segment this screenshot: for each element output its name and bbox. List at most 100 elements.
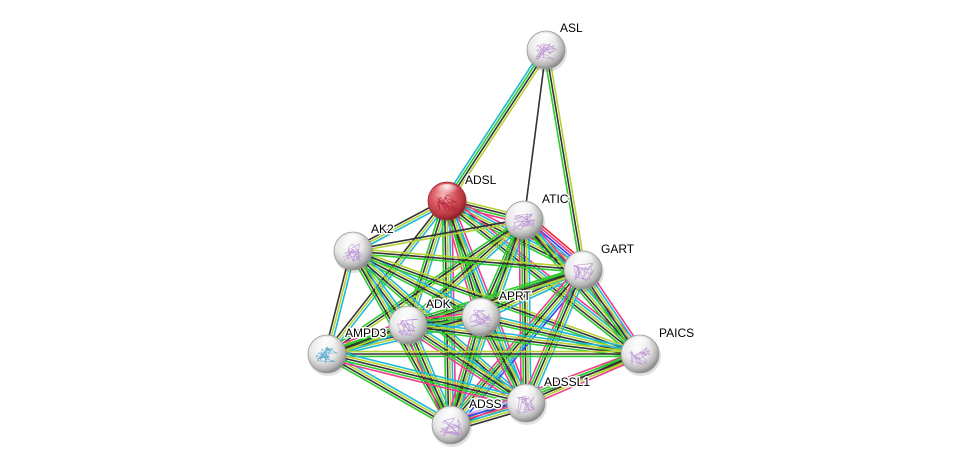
edge-evidence-neighborhood bbox=[324, 356, 450, 429]
protein-structure-icon bbox=[535, 43, 558, 60]
edge-evidence-database bbox=[328, 201, 450, 356]
edge-evidence-textmining bbox=[408, 322, 528, 402]
edge-evidence-experimental bbox=[527, 356, 642, 408]
edge-atic-ak2[interactable] bbox=[352, 218, 525, 253]
edge-evidence-textmining bbox=[327, 350, 527, 402]
node-label-halo: GART bbox=[601, 242, 635, 256]
edge-evidence-database bbox=[443, 47, 544, 200]
edge-evidence-coexpression bbox=[523, 219, 527, 404]
node-label: ATIC bbox=[542, 192, 569, 206]
edge-evidence-textmining bbox=[451, 270, 585, 427]
node-label-halo: ADSSL1 bbox=[544, 375, 590, 389]
edge-adk-adssl1[interactable] bbox=[404, 320, 530, 408]
edge-evidence-database bbox=[481, 312, 641, 352]
edge-evidence-coexpression bbox=[447, 50, 548, 203]
node-label-halo: AK2 bbox=[371, 222, 394, 236]
edge-evidence-experimental bbox=[445, 265, 580, 422]
edge-evidence-neighborhood bbox=[352, 252, 583, 274]
node-highlight bbox=[512, 202, 536, 217]
edge-evidence-coexpression bbox=[326, 354, 451, 427]
edge-evidence-experimental bbox=[325, 357, 526, 409]
edge-evidence-textmining bbox=[353, 247, 584, 269]
edge-evidence-database bbox=[408, 320, 641, 352]
edge-evidence-textmining bbox=[449, 51, 550, 204]
edge-evidence-coexpression bbox=[407, 325, 640, 356]
edge-evidence-neighborhood bbox=[447, 267, 581, 424]
edge-evidence-textmining bbox=[353, 220, 525, 253]
edge-evidence-database bbox=[409, 222, 527, 329]
node-label: ADSSL1 bbox=[544, 375, 590, 389]
node-label-halo: ASL bbox=[560, 21, 583, 35]
protein-structure-icon bbox=[515, 396, 536, 415]
node-highlight bbox=[571, 252, 595, 267]
edge-evidence-neighborhood bbox=[406, 326, 526, 406]
edge-evidence-neighborhood bbox=[325, 217, 524, 353]
edge-evidence-coexpression bbox=[525, 352, 640, 403]
edge-evidence-coexpression bbox=[406, 200, 447, 325]
edge-ampd3-paics[interactable] bbox=[327, 350, 640, 358]
node-highlight bbox=[396, 307, 420, 322]
edge-evidence-neighborhood bbox=[407, 327, 640, 359]
edge-evidence-coexpression bbox=[523, 49, 547, 221]
edge-evidence-neighborhood bbox=[519, 222, 637, 358]
edge-paics-adssl1[interactable] bbox=[524, 349, 642, 408]
edge-evidence-textmining bbox=[408, 323, 641, 354]
edge-evidence-neighborhood bbox=[406, 265, 583, 323]
edge-ak2-gart[interactable] bbox=[352, 247, 584, 274]
edge-evidence-coexpression bbox=[545, 49, 584, 271]
node-label-halo: ADSS bbox=[469, 397, 502, 411]
edge-asl-gart[interactable] bbox=[542, 49, 587, 271]
edge-asl-adsl[interactable] bbox=[443, 47, 550, 204]
edge-evidence-neighborhood bbox=[524, 349, 639, 401]
node-highlight bbox=[439, 407, 463, 422]
node-label-halo: PAICS bbox=[659, 326, 694, 340]
node-highlight bbox=[628, 336, 652, 351]
protein-structure-icon bbox=[316, 346, 338, 364]
node-label: ADK bbox=[426, 297, 451, 311]
edge-evidence-coexpression bbox=[324, 199, 446, 354]
edges-layer bbox=[323, 47, 645, 432]
edge-evidence-coexpression bbox=[449, 268, 583, 425]
node-highlight bbox=[341, 233, 365, 248]
node-label: PAICS bbox=[659, 326, 694, 340]
edge-evidence-database bbox=[410, 320, 530, 400]
edge-evidence-coexpression bbox=[326, 353, 527, 404]
edge-evidence-coexpression bbox=[352, 250, 584, 271]
node-label: ADSS bbox=[469, 397, 502, 411]
node-label: AMPD3 bbox=[345, 326, 387, 340]
node-label: APRT bbox=[499, 289, 531, 303]
node-highlight bbox=[315, 336, 339, 351]
node-highlight bbox=[514, 385, 538, 400]
edge-adsl-ampd3[interactable] bbox=[324, 199, 450, 356]
edge-evidence-neighborhood bbox=[326, 355, 526, 407]
edge-adk-paics[interactable] bbox=[407, 320, 641, 359]
edge-evidence-textmining bbox=[547, 49, 587, 270]
protein-structure-icon bbox=[469, 309, 492, 328]
edge-evidence-coexpression bbox=[352, 218, 524, 251]
edge-evidence-coexpression bbox=[352, 250, 641, 355]
edge-asl-atic[interactable] bbox=[523, 49, 547, 221]
edge-evidence-textmining bbox=[327, 221, 526, 357]
edge-evidence-database bbox=[453, 271, 587, 428]
node-label-halo: AMPD3 bbox=[345, 326, 387, 340]
node-label: ASL bbox=[560, 21, 583, 35]
edge-evidence-textmining bbox=[526, 354, 641, 405]
edge-evidence-experimental bbox=[404, 328, 524, 408]
edge-ampd3-adssl1[interactable] bbox=[325, 348, 528, 409]
edge-evidence-coexpression bbox=[525, 269, 584, 404]
node-label-halo: ADK bbox=[426, 297, 451, 311]
edge-evidence-database bbox=[327, 348, 528, 400]
edge-evidence-textmining bbox=[326, 200, 448, 355]
